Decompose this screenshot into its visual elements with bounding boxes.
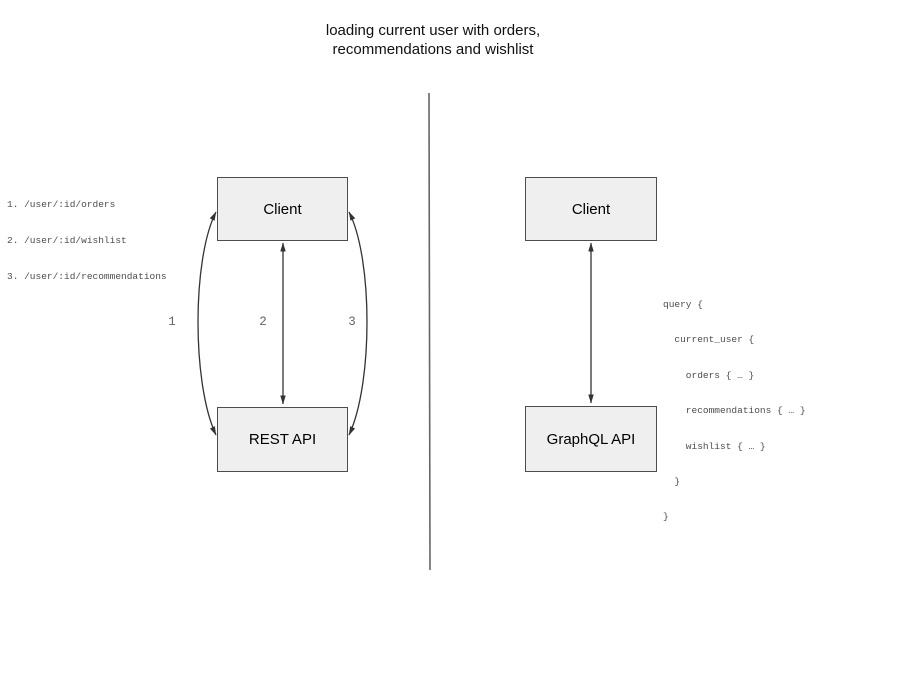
graphql-query-block: query { current_user { orders { … } reco… [663, 276, 806, 546]
graphql-api-box: GraphQL API [525, 406, 657, 472]
rest-endpoint-recommendations: 3. /user/:id/recommendations [7, 271, 167, 282]
rest-arrow-3-label: 3 [348, 315, 356, 329]
graphql-query-line: } [663, 511, 669, 523]
graphql-client-box: Client [525, 177, 657, 241]
rest-client-box: Client [217, 177, 348, 241]
rest-endpoint-list: 1. /user/:id/orders 2. /user/:id/wishlis… [7, 176, 167, 306]
graphql-client-label: Client [571, 200, 611, 218]
rest-api-label: REST API [248, 431, 317, 448]
diagram-title: loading current user with orders, recomm… [233, 21, 633, 59]
graphql-query-line: current_user { [663, 334, 755, 346]
rest-arrow-1-curve [197, 211, 217, 436]
graphql-query-line: wishlist { … } [663, 440, 766, 452]
diagram-title-line1: loading current user with orders, [325, 22, 541, 39]
rest-client-label: Client [263, 200, 302, 218]
graphql-query-line: } [663, 476, 681, 488]
rest-arrow-3-curve [348, 211, 368, 436]
rest-arrow-2-label: 2 [259, 315, 267, 329]
graphql-api-label: GraphQL API [546, 430, 636, 448]
graphql-query-line: query { [663, 299, 703, 310]
graphql-query-line: orders { … } [663, 369, 755, 381]
rest-endpoint-orders: 1. /user/:id/orders [7, 199, 116, 210]
rest-arrow-1-label: 1 [168, 315, 176, 329]
rest-api-box: REST API [217, 407, 348, 472]
diagram-title-line2: recommendations and wishlist [332, 41, 534, 58]
rest-endpoint-wishlist: 2. /user/:id/wishlist [7, 235, 127, 246]
graphql-query-line: recommendations { … } [663, 405, 806, 417]
divider-line [428, 92, 431, 571]
